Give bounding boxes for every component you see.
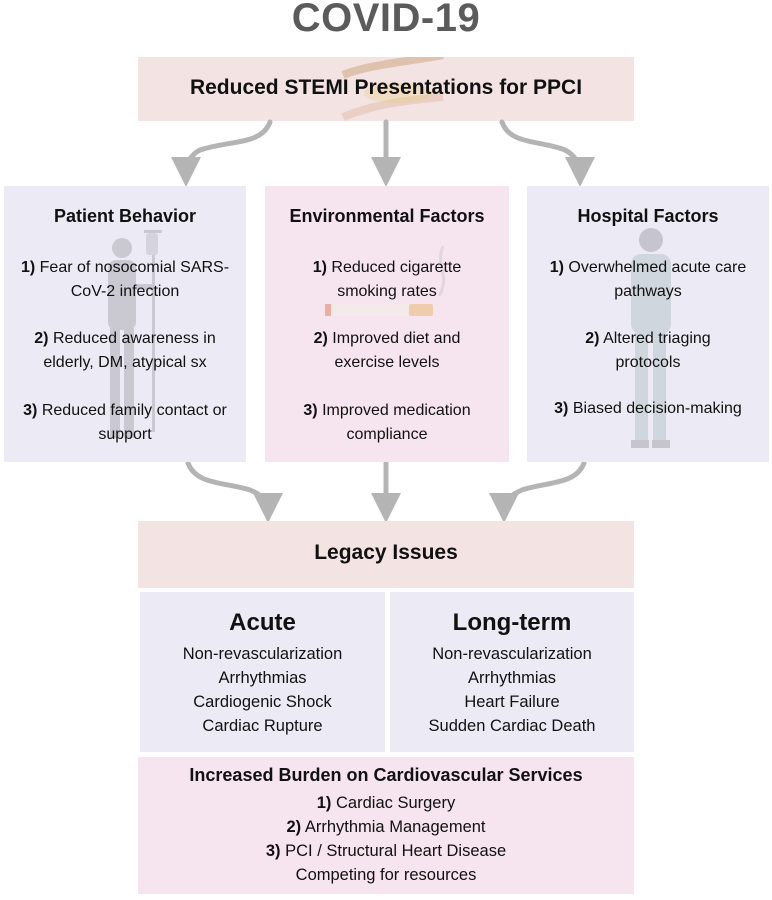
long-term-item: Sudden Cardiac Death [428,717,596,735]
acute-item: Cardiac Rupture [202,717,323,735]
patient-iv-pole-icon [108,230,162,438]
environmental-factors-title: Environmental Factors [289,206,485,226]
hospital-factors-box: Hospital Factors 1) Overwhelmed acute ca… [527,186,769,462]
arrow-from-hospital-factors [489,460,587,523]
long-term-item: Non-revascularization [432,645,592,663]
hospital-factors-title: Hospital Factors [577,206,719,226]
patient-behavior-box: Patient Behavior 1) Fear of nosocomial S… [4,186,246,462]
arrow-from-patient-behavior [185,460,283,523]
long-term-box: Long-term Non-revascularization Arrhythm… [390,592,634,752]
acute-box: Acute Non-revascularization Arrhythmias … [140,592,385,752]
diagram-title: COVID-19 [291,0,481,40]
arrow-to-patient-behavior [171,119,273,187]
hospital-factors-item-3: 3) Biased decision-making [554,400,742,417]
long-term-item: Heart Failure [464,693,560,711]
burden-item: 3) PCI / Structural Heart Disease [265,842,507,860]
environmental-factors-box: Environmental Factors 1) Reduced cigaret… [265,186,509,462]
hospital-factors-item-1: 1) Overwhelmed acute care pathways [549,259,747,300]
hospital-factors-item-2: 2) Altered triaging protocols [585,330,711,371]
patient-behavior-title: Patient Behavior [53,206,197,226]
long-term-list: Non-revascularization Arrhythmias Heart … [390,642,634,738]
burden-footer: Competing for resources [295,866,477,884]
environmental-factors-item-3: 3) Improved medication compliance [303,402,471,443]
legacy-issues-label: Legacy Issues [314,541,458,564]
artery-icon [341,57,444,121]
environmental-factors-item-1: 1) Reduced cigarette smoking rates [312,259,462,300]
cardiovascular-burden-box: Increased Burden on Cardiovascular Servi… [138,757,634,894]
acute-list: Non-revascularization Arrhythmias Cardio… [140,642,385,738]
stemi-presentations-label: Reduced STEMI Presentations for PPCI [189,76,583,99]
arrow-to-hospital-factors [499,119,595,187]
burden-item: 1) Cardiac Surgery [316,794,456,812]
long-term-item: Arrhythmias [467,669,557,687]
environmental-factors-item-2: 2) Improved diet and exercise levels [313,330,461,371]
long-term-title: Long-term [452,609,572,636]
acute-item: Arrhythmias [218,669,307,687]
acute-item: Non-revascularization [182,645,343,663]
burden-item: 2) Arrhythmia Management [286,818,486,836]
acute-title: Acute [229,609,296,636]
cigarette-icon [325,245,446,316]
cardiovascular-burden-title: Increased Burden on Cardiovascular Servi… [189,765,583,785]
acute-item: Cardiogenic Shock [193,693,332,711]
stemi-presentations-box: Reduced STEMI Presentations for PPCI [138,57,634,121]
legacy-issues-box: Legacy Issues [138,521,634,588]
patient-behavior-item-3: 3) Reduced family contact or support [23,402,227,443]
doctor-icon [631,228,671,448]
patient-behavior-item-2: 2) Reduced awareness in elderly, DM, aty… [34,330,216,371]
patient-behavior-item-1: 1) Fear of nosocomial SARS-CoV-2 infecti… [20,259,230,300]
cardiovascular-burden-list: 1) Cardiac Surgery 2) Arrhythmia Managem… [138,791,634,887]
